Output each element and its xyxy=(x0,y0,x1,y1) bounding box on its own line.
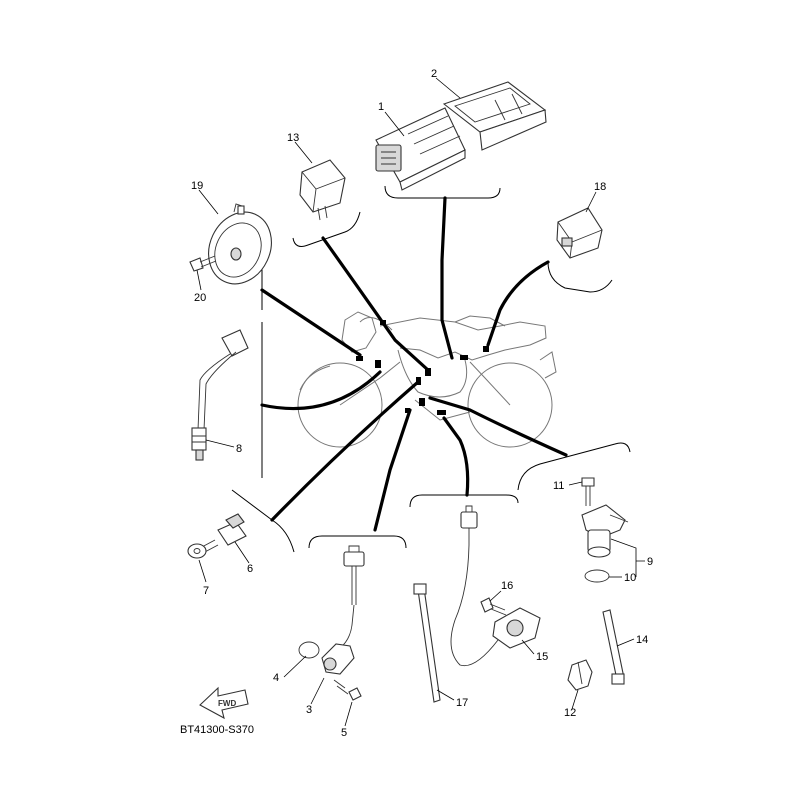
forward-arrow-icon: FWD xyxy=(199,686,249,720)
callout-17: 17 xyxy=(456,697,468,709)
callout-11: 11 xyxy=(553,480,564,492)
callout-7: 7 xyxy=(203,585,209,597)
temperature-sensor-6 xyxy=(199,513,247,554)
callout-leaders xyxy=(196,77,645,727)
callout-8: 8 xyxy=(236,443,242,455)
flasher-relay-18 xyxy=(556,207,603,259)
callout-16: 16 xyxy=(501,580,513,592)
callout-3: 3 xyxy=(306,704,312,716)
callout-4: 4 xyxy=(273,672,279,684)
o-ring-10 xyxy=(584,569,610,583)
wire-leaders xyxy=(260,196,568,532)
callout-12: 12 xyxy=(564,707,576,719)
callout-19: 19 xyxy=(191,180,203,192)
callout-2: 2 xyxy=(431,68,437,80)
cable-tie-17 xyxy=(413,583,441,703)
ecu-cover xyxy=(442,81,547,151)
bolt-5 xyxy=(333,679,362,701)
callout-9: 9 xyxy=(647,556,653,568)
motorcycle-silhouette xyxy=(297,311,557,448)
callout-1: 1 xyxy=(378,101,384,113)
cable-tie-14 xyxy=(602,609,625,685)
ecu-unit xyxy=(375,107,466,191)
horn-bolt-20 xyxy=(189,255,217,272)
fwd-label: FWD xyxy=(218,699,236,708)
oxygen-sensor-8 xyxy=(191,329,249,461)
callout-18: 18 xyxy=(594,181,606,193)
washer-7 xyxy=(187,543,207,559)
o-ring-4 xyxy=(298,641,320,659)
callout-6: 6 xyxy=(247,563,253,575)
callout-14: 14 xyxy=(636,634,648,646)
callout-numbers: 1 2 3 4 5 6 7 8 9 10 11 12 13 14 15 16 1… xyxy=(191,68,653,739)
callout-13: 13 xyxy=(287,132,299,144)
bolt-16 xyxy=(480,597,507,616)
connection-points xyxy=(356,320,489,415)
relay-13 xyxy=(299,159,346,221)
callout-20: 20 xyxy=(194,292,206,304)
crank-sensor-9 xyxy=(581,504,629,558)
frame-brackets xyxy=(231,185,631,553)
clamp-12 xyxy=(567,659,593,691)
diagram-code: BT41300-S370 xyxy=(180,724,254,736)
callout-15: 15 xyxy=(536,651,548,663)
callout-10: 10 xyxy=(624,572,636,584)
bolt-11 xyxy=(581,477,595,506)
callout-5: 5 xyxy=(341,727,347,739)
sensor-lead-15 xyxy=(450,505,541,667)
speed-sensor-3 xyxy=(321,545,365,675)
horn-19 xyxy=(208,203,272,285)
